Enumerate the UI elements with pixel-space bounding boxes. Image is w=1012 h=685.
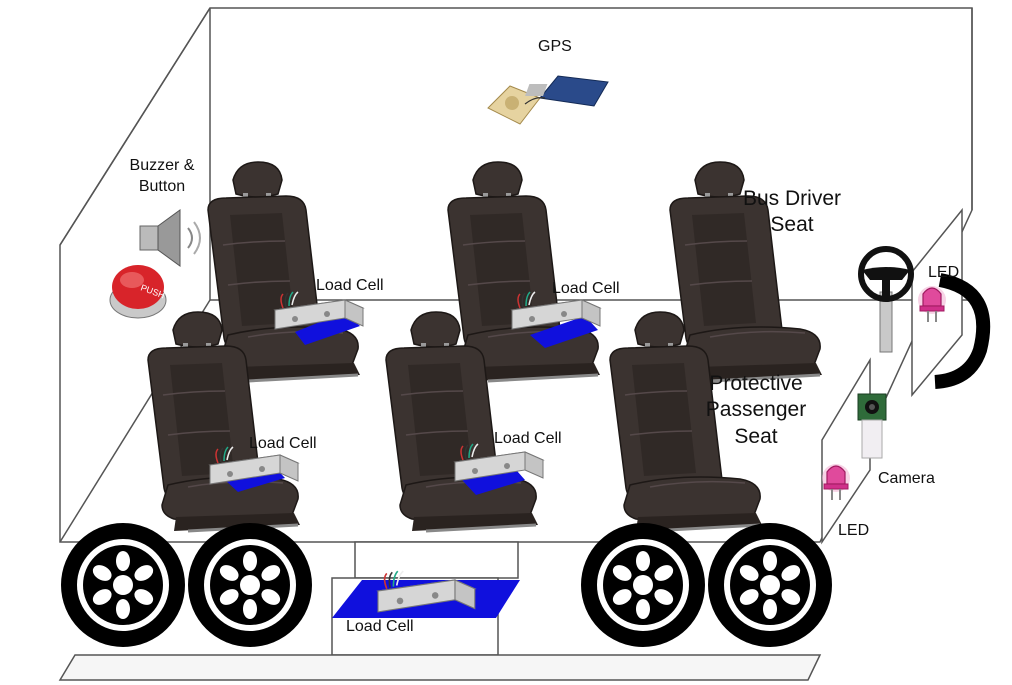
wheel-icon <box>581 523 705 647</box>
buzzer-label-line1: Buzzer & <box>129 157 195 174</box>
led-label: LED <box>928 264 960 281</box>
protective-passenger-seat-label: Protective Passenger Seat <box>690 371 822 450</box>
gps-module-icon <box>487 75 609 125</box>
camera-module-icon <box>857 393 887 459</box>
protective-line1: Protective <box>709 372 803 395</box>
protective-line2: Passenger <box>705 398 807 422</box>
wheel-icon <box>188 523 312 647</box>
load-cell-label: Load Cell <box>494 430 562 447</box>
bus-driver-line2: Seat <box>770 213 814 237</box>
camera-label: Camera <box>878 470 935 487</box>
steering-wheel-icon <box>858 246 914 353</box>
wheel-icon <box>61 523 185 647</box>
bus-driver-line1: Bus Driver <box>742 187 842 210</box>
push-button-icon: PUSH <box>109 265 167 319</box>
gps-label: GPS <box>538 38 572 55</box>
wheel-icon <box>708 523 832 647</box>
led-label: LED <box>838 522 870 539</box>
buzzer-button-label: Buzzer & Button <box>118 156 206 198</box>
load-cell-label: Load Cell <box>346 618 414 635</box>
speaker-icon <box>139 209 201 267</box>
protective-line3: Seat <box>734 424 778 448</box>
bus-driver-seat-label: Bus Driver Seat <box>720 186 864 239</box>
load-cell-label: Load Cell <box>249 435 317 452</box>
buzzer-label-line2: Button <box>138 177 186 195</box>
wheel-icon <box>934 273 991 389</box>
load-cell-label: Load Cell <box>316 277 384 294</box>
load-cell-label: Load Cell <box>552 280 620 297</box>
